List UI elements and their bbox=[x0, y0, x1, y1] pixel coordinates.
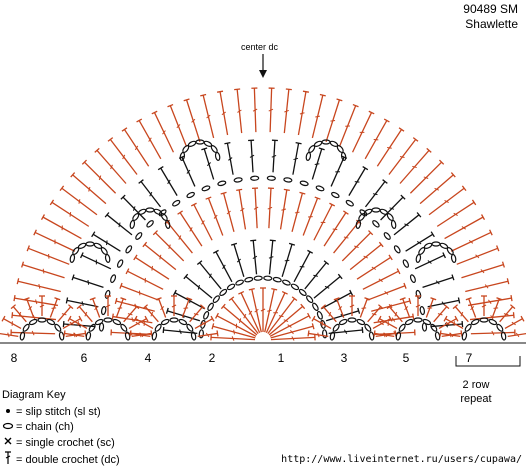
row-number-8: 8 bbox=[4, 351, 24, 365]
row-number-5: 5 bbox=[396, 351, 416, 365]
key-item-single-crochet: = single crochet (sc) bbox=[2, 436, 120, 452]
key-item-chain: = chain (ch) bbox=[2, 420, 120, 436]
center-arrow-head bbox=[259, 70, 267, 78]
diagram-key: Diagram Key = slip stitch (sl st) = chai… bbox=[2, 388, 120, 471]
row-number-7: 7 bbox=[459, 351, 479, 365]
dc-icon bbox=[2, 451, 14, 471]
mid-chain-0 bbox=[130, 208, 171, 229]
oval-icon bbox=[2, 420, 14, 436]
row-number-1: 1 bbox=[271, 351, 291, 365]
key-item-double-crochet: = double crochet (dc) bbox=[2, 451, 120, 471]
row-1-fan bbox=[211, 288, 315, 341]
dot-icon bbox=[2, 405, 14, 421]
repeat-label: 2 row repeat bbox=[456, 378, 496, 406]
key-item-slip-stitch: = slip stitch (sl st) bbox=[2, 405, 120, 421]
row-number-6: 6 bbox=[74, 351, 94, 365]
key-title: Diagram Key bbox=[2, 388, 120, 404]
row-number-2: 2 bbox=[202, 351, 222, 365]
mid-chain-1 bbox=[356, 208, 397, 229]
row-number-3: 3 bbox=[334, 351, 354, 365]
watermark-url: http://www.liveinternet.ru/users/cupawa/ bbox=[281, 454, 522, 465]
cross-icon bbox=[2, 436, 14, 452]
row-number-4: 4 bbox=[138, 351, 158, 365]
